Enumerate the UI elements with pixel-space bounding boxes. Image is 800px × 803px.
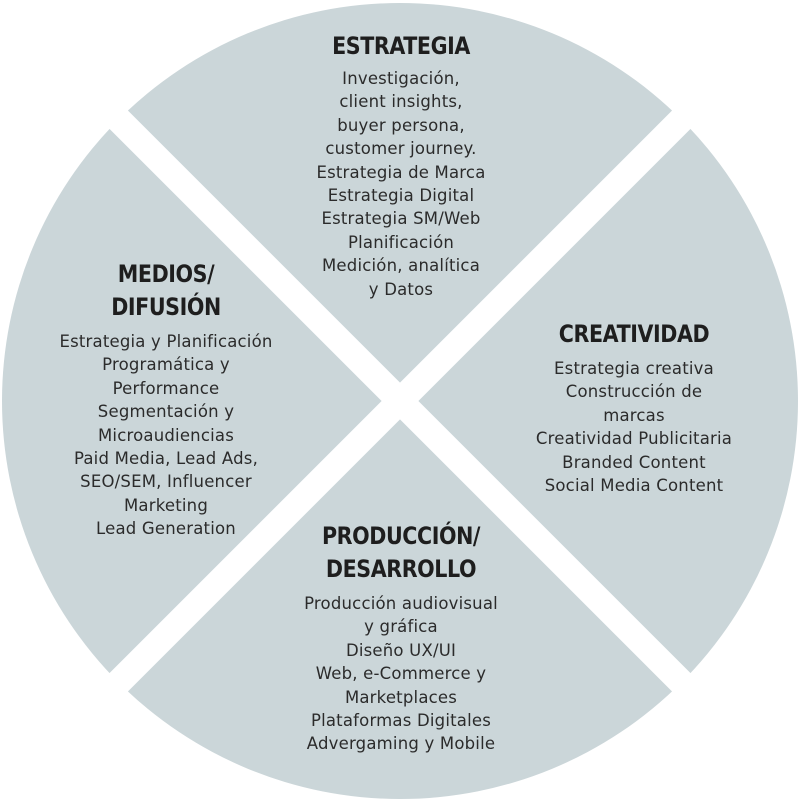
item-line: Social Media Content: [544, 476, 724, 496]
quadrant-items: Producción audiovisual y gráfica Diseño …: [270, 592, 532, 756]
title-line: DIFUSIÓN: [111, 293, 221, 321]
item-line: Planificación: [347, 232, 455, 252]
item-line: Programática y: [102, 355, 230, 375]
item-line: Estrategia creativa: [554, 359, 714, 378]
quadrant-items: Investigación, client insights, buyer pe…: [280, 67, 522, 301]
quadrant-title: ESTRATEGIA: [280, 30, 522, 63]
title-line: ESTRATEGIA: [332, 32, 470, 60]
item-line: Investigación,: [342, 69, 460, 88]
title-line: PRODUCCIÓN/: [321, 522, 481, 550]
item-line: Producción audiovisual: [304, 594, 498, 613]
quadrant-items: Estrategia y Planificación Programática …: [30, 330, 302, 541]
quadrant-title: CREATIVIDAD: [506, 318, 762, 351]
item-line: buyer persona,: [337, 115, 465, 135]
quadrant-medios-difusion: MEDIOS/ DIFUSIÓN Estrategia y Planificac…: [30, 258, 302, 541]
item-line: Construcción de: [565, 382, 703, 402]
item-line: y Datos: [368, 279, 434, 299]
item-line: Marketing: [123, 495, 209, 515]
item-line: Marketplaces: [344, 687, 458, 707]
item-line: Estrategia SM/Web: [321, 209, 481, 229]
item-line: Web, e-Commerce y: [315, 664, 487, 684]
item-line: Creatividad Publicitaria: [535, 429, 733, 449]
item-line: Segmentación y: [97, 402, 235, 422]
title-line: MEDIOS/: [117, 260, 215, 288]
item-line: customer journey.: [325, 139, 477, 159]
quadrant-produccion-desarrollo: PRODUCCIÓN/ DESARROLLO Producción audiov…: [270, 520, 532, 756]
item-line: SEO/SEM, Influencer: [80, 472, 252, 492]
title-line: DESARROLLO: [325, 555, 477, 583]
item-line: Estrategia Digital: [327, 186, 475, 206]
item-line: Estrategia y Planificación: [59, 332, 273, 351]
item-line: marcas: [603, 405, 665, 425]
item-line: Performance: [112, 378, 220, 398]
item-line: Advergaming y Mobile: [306, 734, 496, 754]
quadrant-title: MEDIOS/ DIFUSIÓN: [30, 258, 302, 324]
item-line: Estrategia de Marca: [316, 162, 486, 182]
item-line: Branded Content: [562, 452, 706, 472]
item-line: Lead Generation: [96, 519, 236, 539]
item-line: Microaudiencias: [97, 425, 234, 445]
divider-diagonal-b: [90, 91, 710, 711]
item-line: Paid Media, Lead Ads,: [73, 449, 259, 469]
quadrant-creatividad: CREATIVIDAD Estrategia creativa Construc…: [506, 318, 762, 497]
item-line: Diseño UX/UI: [345, 640, 457, 660]
item-line: client insights,: [339, 92, 463, 112]
title-line: CREATIVIDAD: [558, 320, 710, 348]
quadrant-items: Estrategia creativa Construcción de marc…: [506, 357, 762, 497]
item-line: y gráfica: [364, 617, 438, 637]
quadrant-title: PRODUCCIÓN/ DESARROLLO: [270, 520, 532, 586]
item-line: Plataformas Digitales: [310, 711, 492, 731]
item-line: Medición, analítica: [321, 256, 481, 276]
quadrant-estrategia: ESTRATEGIA Investigación, client insight…: [280, 30, 522, 301]
